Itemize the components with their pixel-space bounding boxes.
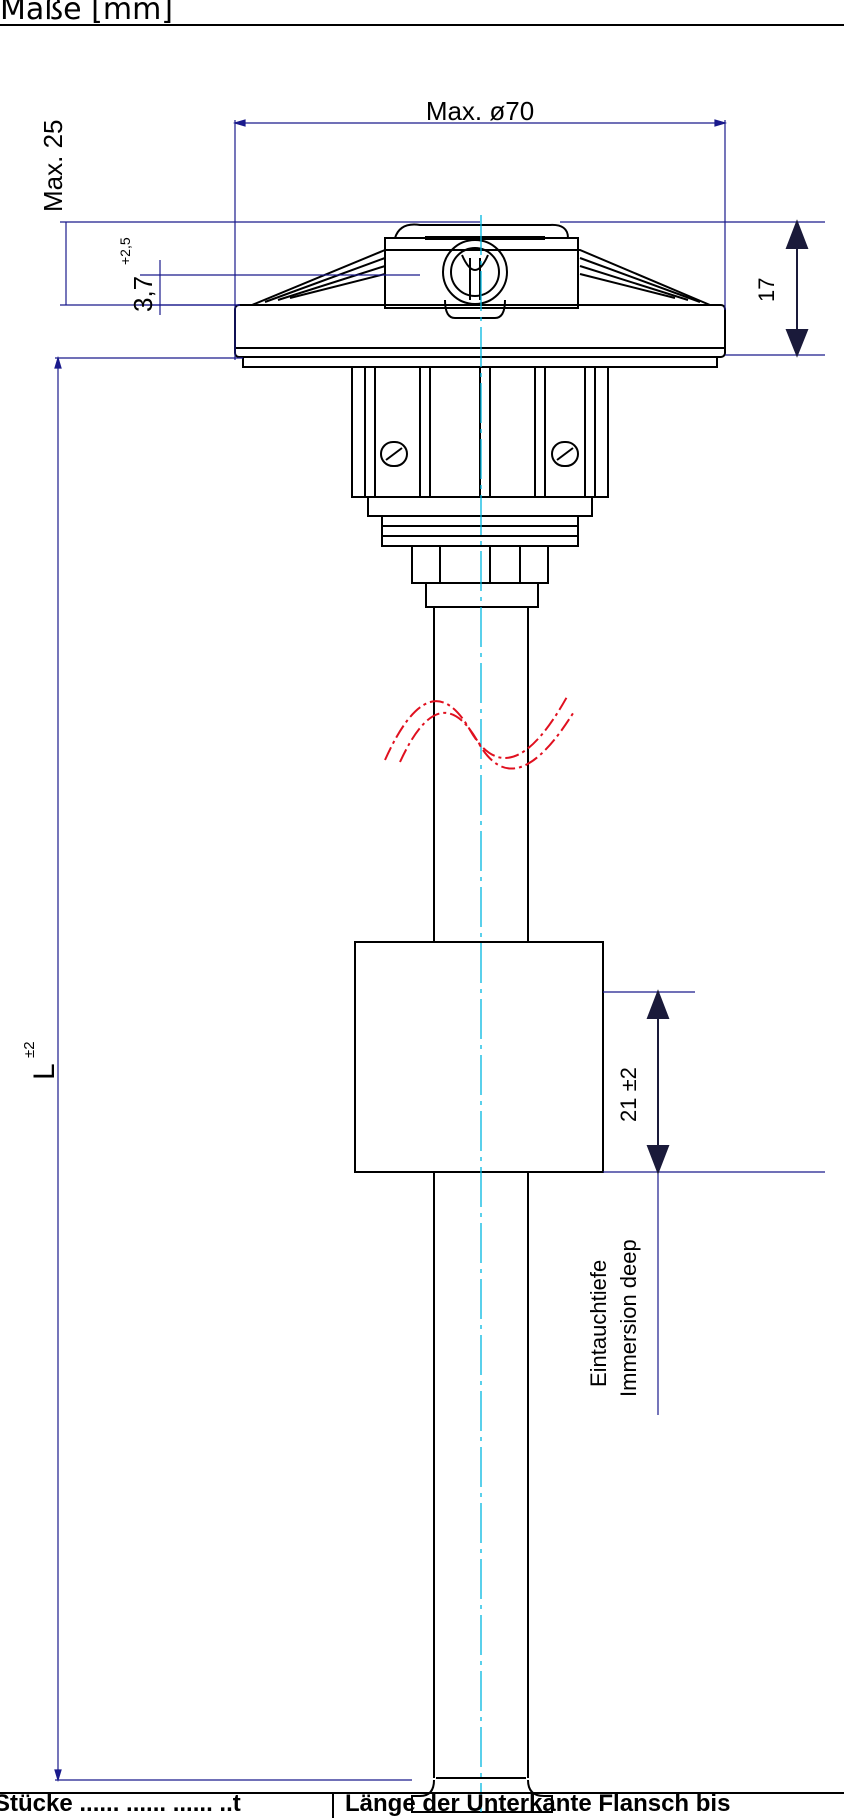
flange-offset-tolerance: +2,5 [117,237,133,265]
page-title: Maße [mm] [0,0,174,27]
housing [351,366,609,608]
length-tolerance: ±2 [21,1041,38,1058]
float [354,941,604,1173]
max-diameter-label: Max. ø70 [426,96,534,126]
rod [433,607,529,1779]
max-height-label: Max. 25 [38,120,68,213]
immersion-value-label: 21 ±2 [616,1067,641,1122]
dimension-lines [54,119,825,1783]
footer-left-cell: Stücke ...... ...... ...... ..t [0,1790,241,1817]
immersion-label-en: Immersion deep [616,1239,641,1397]
flange-offset-label: 3,7 [128,276,158,312]
dimension-arrows [646,219,809,1175]
length-label: L [28,1063,61,1080]
head-height-label: 17 [754,278,779,302]
immersion-label-de: Eintauchtiefe [586,1260,611,1387]
rod-foot [411,1779,553,1813]
break-symbol [384,694,576,770]
flange-head [234,223,726,368]
footer-right-cell: Länge der Unterkante Flansch bis [345,1790,731,1817]
